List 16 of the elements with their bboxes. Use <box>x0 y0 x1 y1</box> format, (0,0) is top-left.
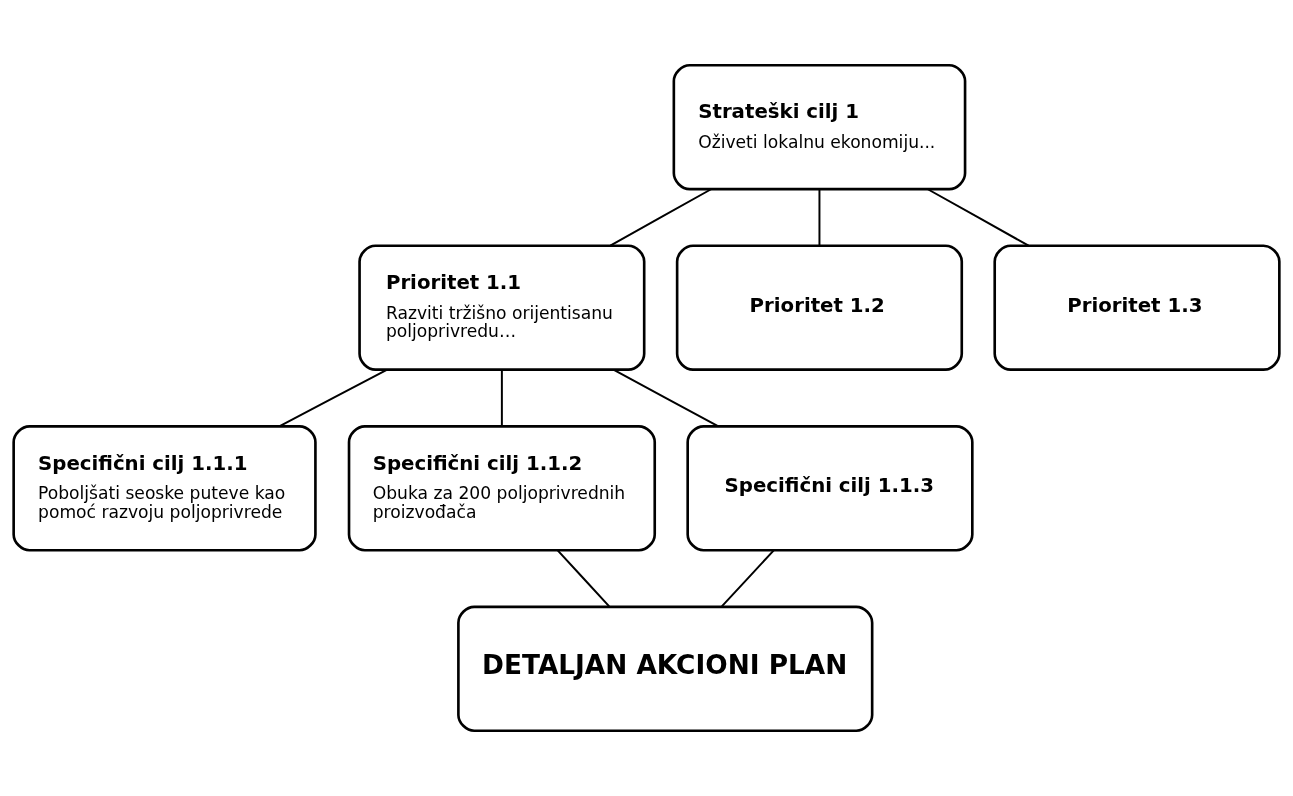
node-box: Specifični cilj 1.1.1 Poboljšati seoske puteve kao pomoć razvoju poljoprivrede <box>12 425 317 552</box>
node-box: Prioritet 1.1 Razviti tržišno orijentisanu poljoprivredu… <box>358 244 646 371</box>
connector <box>556 549 611 608</box>
node-box: Prioritet 1.3 <box>993 244 1281 371</box>
node-box: Strateški cilj 1 Oživeti lokalnu ekonomiju... <box>672 63 967 191</box>
connector <box>612 368 719 428</box>
connector <box>720 549 775 608</box>
connector <box>278 368 388 428</box>
node-box: Prioritet 1.2 <box>675 244 964 371</box>
connector <box>818 188 821 247</box>
connector <box>926 188 1030 247</box>
connector <box>500 368 503 427</box>
node-box: Specifični cilj 1.1.2 Obuka za 200 poljoprivrednih proizvođača <box>347 425 657 552</box>
node-box: Specifični cilj 1.1.3 <box>686 425 974 552</box>
connector <box>609 188 713 247</box>
node-box: DETALJAN AKCIONI PLAN <box>457 605 874 733</box>
